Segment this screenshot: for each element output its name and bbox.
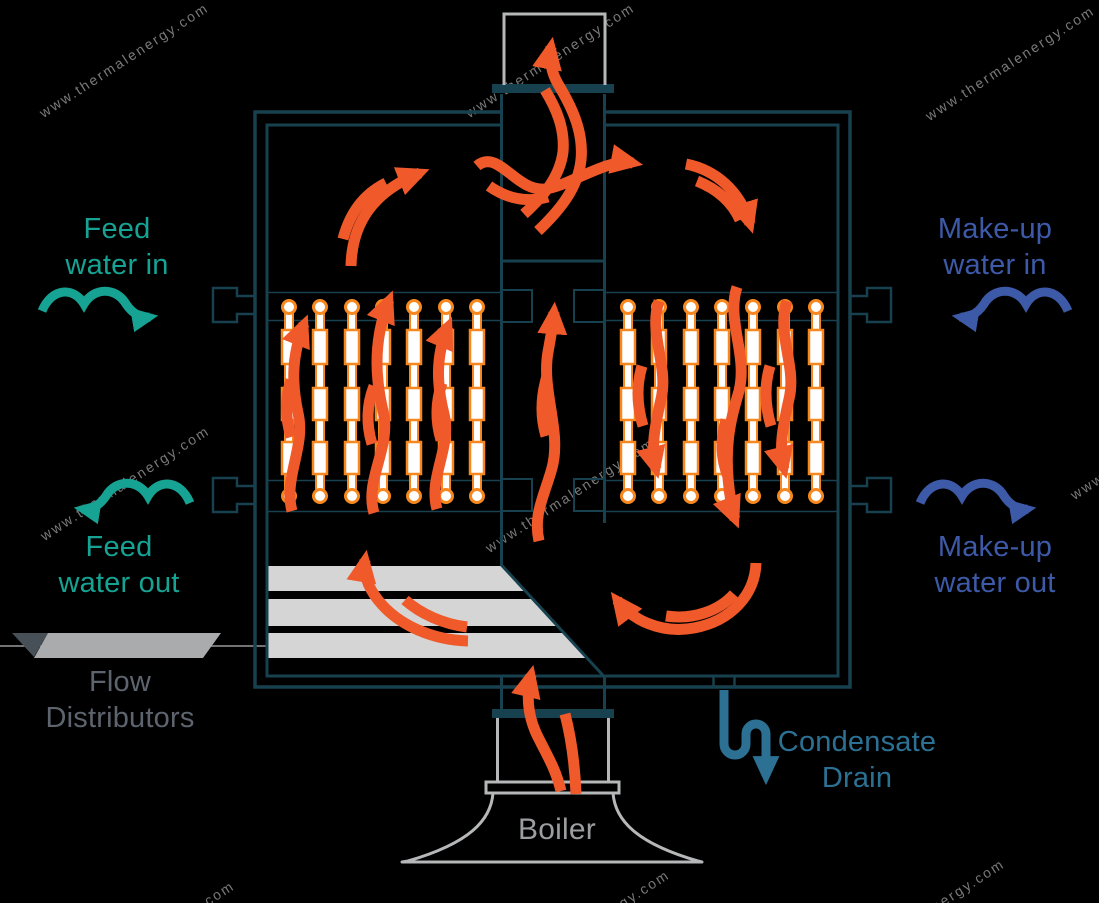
boiler-collar — [492, 709, 614, 718]
feed-water-out-label: Feed water out — [58, 529, 179, 601]
label-line: water out — [934, 567, 1056, 599]
duct-tab — [501, 289, 533, 323]
left-plenum-arrow — [345, 167, 430, 267]
shell-inner-wall — [265, 123, 840, 678]
label-line: Make-up — [937, 213, 1053, 245]
right-bank-arrow-trace — [632, 364, 649, 428]
stack-exit-arrow — [532, 36, 587, 235]
duct-riser-arrow-trace — [536, 374, 553, 438]
left-bank-up-arrow — [281, 314, 310, 513]
feed-water-in-label: Feed water in — [65, 211, 168, 283]
shell-outer-wall — [253, 110, 852, 689]
left-bank-up-arrow — [425, 316, 454, 511]
duct-tab — [501, 478, 533, 512]
right-plenum-arrow — [684, 158, 758, 234]
left-plenum-arrow-trace — [337, 178, 389, 241]
condensate-stub — [712, 677, 736, 688]
right-bank-arrow-trace — [760, 364, 777, 428]
flue-gas-arrows — [281, 36, 797, 795]
legend-plate — [34, 633, 221, 658]
flue-duct — [492, 84, 736, 718]
right-bank-arrow-trace — [716, 418, 734, 479]
makeup-outlet-nozzle — [849, 476, 893, 514]
tube — [311, 299, 329, 504]
tube — [405, 299, 423, 504]
label-line: water out — [58, 567, 180, 599]
left-bank-arrow-trace — [362, 384, 380, 446]
flow-distributor-legend — [12, 633, 221, 658]
boiler-label: Boiler — [518, 812, 596, 848]
bottom-recirculation-arrow — [610, 562, 762, 635]
makeup-inlet-nozzle — [849, 286, 893, 324]
label-line: water in — [943, 249, 1047, 281]
right-plenum-arrow-trace — [694, 175, 746, 223]
right-bank-down-arrow — [764, 299, 797, 479]
bottom-recirculation-trace — [665, 590, 739, 623]
makeup-water-out-label: Make-up water out — [934, 529, 1055, 601]
left-bank-arrow-trace — [431, 381, 448, 442]
condensate-drain-pipe — [719, 690, 780, 786]
feed-water-out-arrow — [73, 478, 195, 525]
makeup-water-in-arrow — [951, 286, 1073, 333]
label-line: Condensate — [777, 726, 937, 758]
boiler-duct-walls — [500, 677, 606, 710]
feed-water-arrows — [37, 286, 195, 525]
distributor-plate — [267, 633, 587, 658]
label-line: Boiler — [518, 813, 596, 846]
feed-outlet-nozzle — [211, 476, 255, 514]
boiler-duct — [496, 718, 610, 782]
flow-distributor-plates — [267, 566, 587, 658]
tube — [682, 299, 700, 504]
bottom-left-arrow — [346, 549, 469, 647]
flow-distributors-label: Flow Distributors — [45, 664, 194, 736]
left-bank-arrow-trace — [281, 378, 297, 439]
boiler-assembly — [400, 718, 704, 864]
makeup-water-out-arrow — [915, 478, 1037, 525]
left-bank-up-arrow — [366, 290, 395, 515]
label-line: Make-up — [937, 531, 1053, 563]
duct-left-wall — [500, 94, 606, 679]
duct-tab — [573, 478, 605, 512]
crossover-arrow — [473, 144, 644, 195]
feed-water-in-arrow — [37, 286, 159, 333]
makeup-water-arrows — [915, 286, 1073, 525]
label-line: Feed — [83, 213, 151, 245]
boiler-flange — [484, 780, 621, 795]
bottom-left-arrow-trace — [401, 595, 468, 633]
duct-riser-arrow — [531, 301, 568, 543]
tube — [744, 299, 762, 504]
right-bank-down-arrow — [636, 299, 669, 479]
boiler-shell — [400, 792, 704, 864]
tube — [807, 299, 825, 504]
legend-wedge — [12, 633, 48, 657]
tube — [468, 299, 486, 504]
duct-tab — [573, 289, 605, 323]
label-line: Flow — [88, 666, 152, 698]
chimney-stack — [502, 12, 607, 85]
label-line: Feed — [85, 531, 153, 563]
makeup-water-in-label: Make-up water in — [938, 211, 1052, 283]
feed-inlet-nozzle — [211, 286, 255, 324]
boiler-inlet-arrow-trace — [559, 712, 582, 795]
nozzles — [211, 286, 893, 514]
chimney-collar — [492, 84, 614, 93]
vessel-shell — [253, 110, 852, 689]
label-line: Drain — [821, 762, 893, 794]
label-line: Distributors — [45, 702, 195, 734]
duct-tabs — [501, 289, 605, 512]
label-line: water in — [65, 249, 169, 281]
condensate-drain-label: Condensate Drain — [778, 724, 936, 796]
tube — [343, 299, 361, 504]
distributor-plate — [267, 566, 525, 591]
boiler-inlet-arrow — [511, 665, 567, 793]
crossover-arrow-trace — [485, 181, 550, 205]
